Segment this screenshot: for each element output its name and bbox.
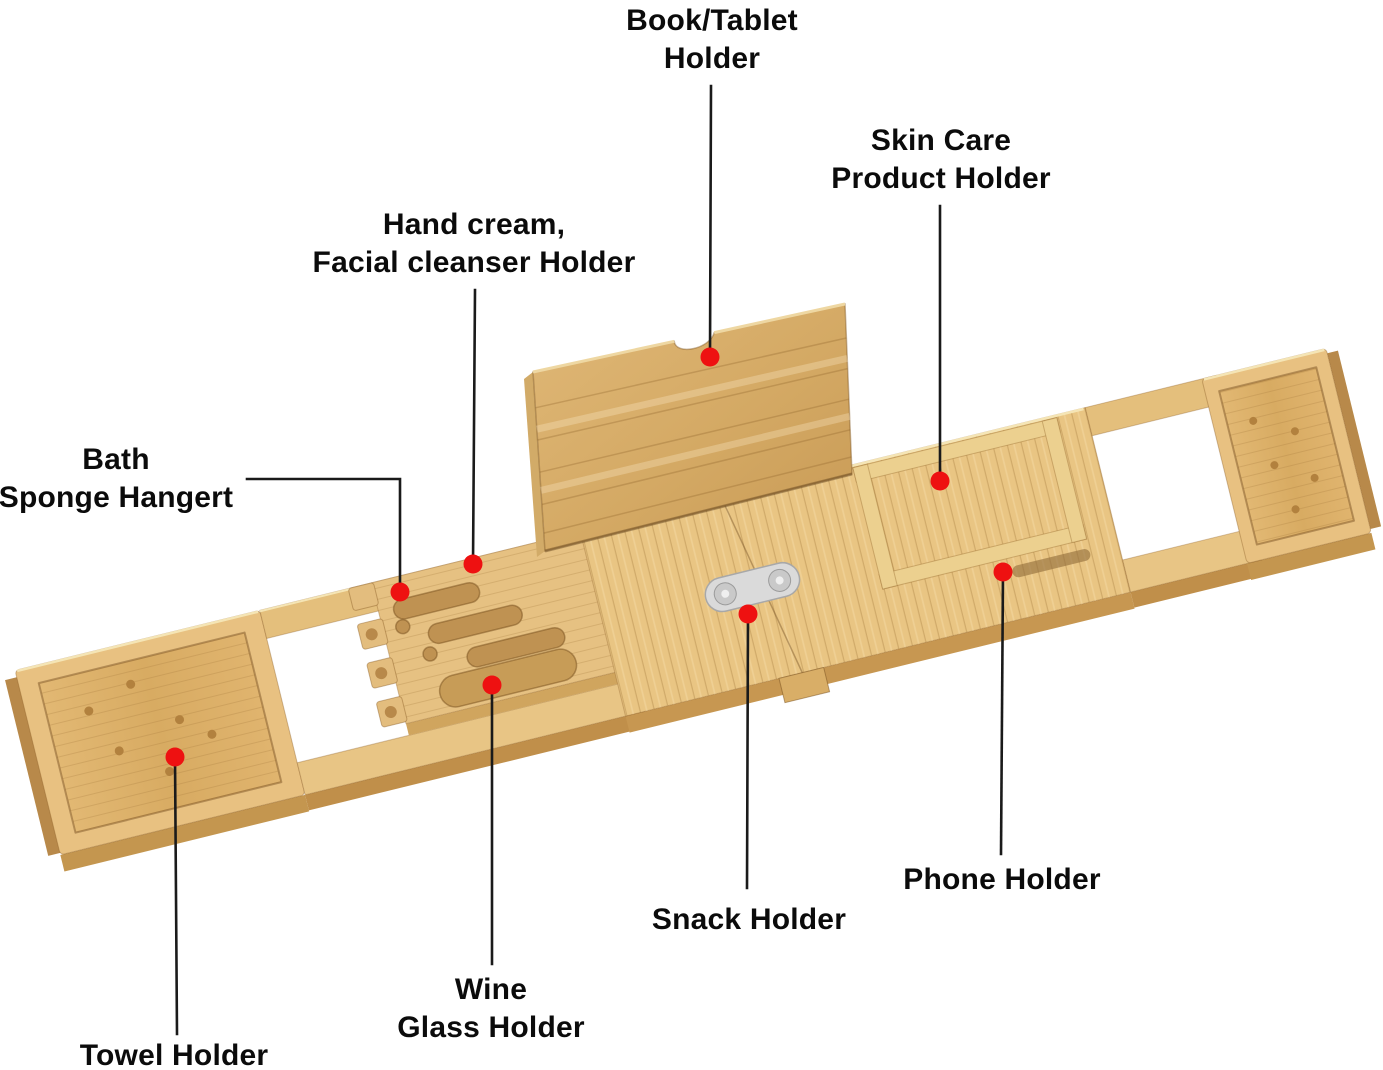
hinge-plate	[704, 561, 801, 613]
callout-dot-phone	[993, 562, 1013, 582]
right-end-tray	[1202, 348, 1372, 564]
left-tray-apron	[60, 794, 310, 872]
leader-line-hand-cream	[471, 288, 477, 566]
deck-apron	[625, 592, 1135, 733]
leader-line-snack	[745, 612, 750, 890]
label-hand-cream-facial-cleanser-holder: Hand cream, Facial cleanser Holder	[312, 208, 636, 280]
label-phone-holder: Phone Holder	[903, 863, 1101, 896]
towel-tray	[15, 610, 305, 855]
right-tray-apron	[1247, 532, 1376, 580]
callout-dot-hand-cream	[463, 554, 483, 574]
callout-dot-skin-care	[930, 471, 950, 491]
right-arm-apron	[1130, 559, 1266, 608]
label-skin-care-product-holder: Skin Care Product Holder	[831, 124, 1051, 196]
skin-care-frame	[852, 417, 1088, 590]
accessory-flap	[348, 527, 633, 736]
board-grain	[535, 337, 852, 534]
towel-tray-drain-holes	[84, 679, 217, 776]
slide-handle-tab	[778, 666, 831, 704]
callout-dot-towel	[165, 747, 185, 767]
leader-line-towel	[173, 755, 179, 1036]
callout-dot-book-tablet	[700, 347, 720, 367]
label-bath-sponge-hanger: Bath Sponge Hangert	[0, 443, 234, 515]
board-left-edge-face	[524, 372, 545, 557]
label-book-tablet-holder: Book/Tablet Holder	[626, 4, 798, 76]
leader-line-phone	[999, 570, 1005, 856]
callout-dot-wine-glass	[482, 675, 502, 695]
left-end-face	[5, 676, 61, 856]
book-stand-board	[524, 302, 853, 557]
bottle-slots	[392, 581, 566, 668]
label-towel-holder: Towel Holder	[79, 1039, 269, 1070]
callout-dot-bath-sponge	[390, 582, 410, 602]
board-light-streaks	[536, 354, 851, 494]
right-tray-drain-holes	[1249, 416, 1319, 514]
phone-slot-groove	[1012, 549, 1091, 578]
right-end-face	[1327, 350, 1382, 530]
sponge-hanger-holes	[365, 628, 397, 718]
label-wine-glass-holder: Wine Glass Holder	[397, 973, 585, 1045]
callout-dots	[165, 347, 1013, 767]
leader-line-book-tablet	[708, 84, 713, 359]
callout-dot-snack	[738, 604, 758, 624]
leader-lines	[173, 84, 1005, 1036]
left-arm-apron	[305, 711, 649, 811]
leader-line-bath-sponge	[245, 477, 402, 594]
caddy-drawing	[5, 348, 1382, 872]
wine-glass-slot	[438, 648, 578, 708]
label-snack-holder: Snack Holder	[651, 903, 847, 936]
